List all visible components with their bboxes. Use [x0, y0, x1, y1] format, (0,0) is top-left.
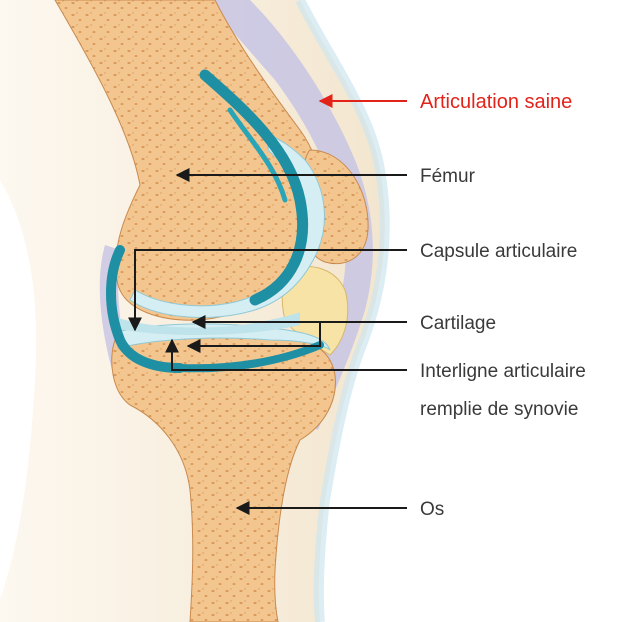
label-cartilage: Cartilage [420, 313, 496, 334]
label-healthy-joint: Articulation saine [420, 91, 572, 113]
label-femur: Fémur [420, 166, 476, 187]
label-joint-space-line1: Interligne articulaire [420, 361, 586, 382]
label-capsule: Capsule articulaire [420, 241, 577, 262]
label-joint-space-line2: remplie de synovie [420, 399, 578, 420]
label-bone: Os [420, 499, 444, 520]
